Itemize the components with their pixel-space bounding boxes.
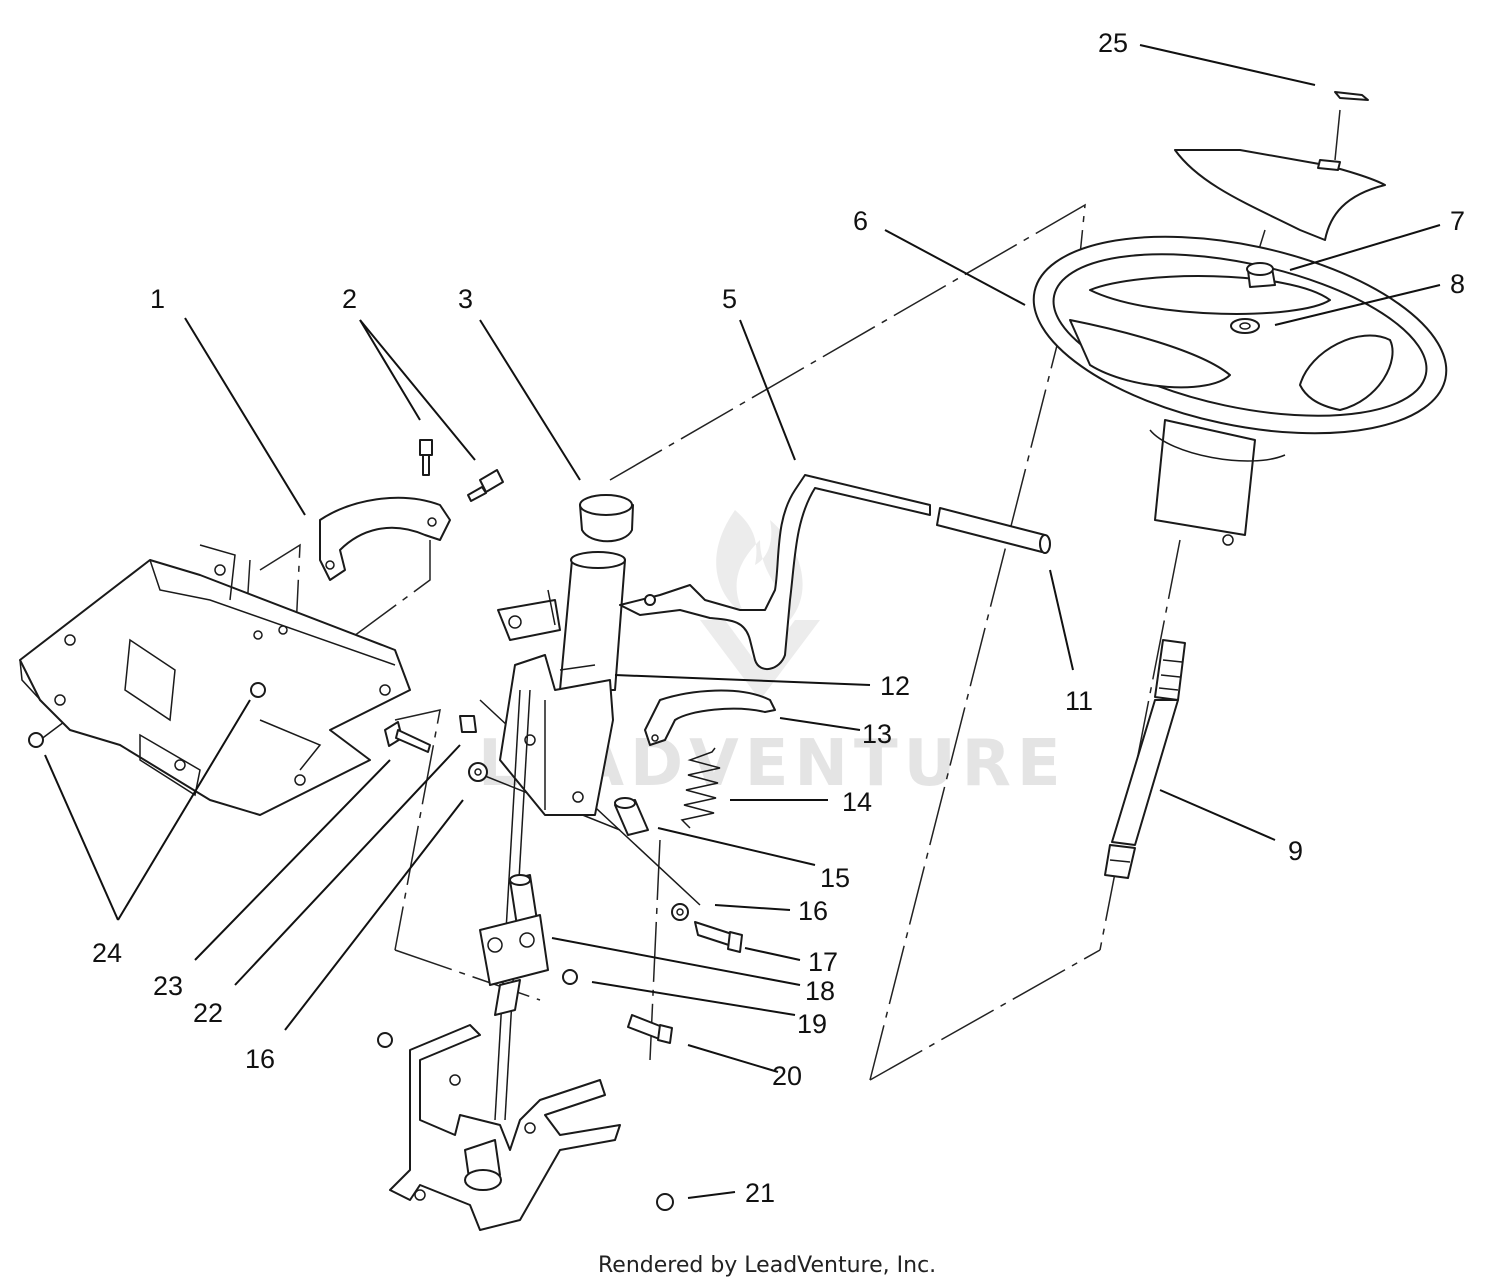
callout-14: 14 — [842, 787, 872, 817]
column-hardware — [384, 715, 743, 953]
mounting-bolts — [419, 439, 504, 502]
wheel-nut-and-washer — [1230, 262, 1276, 334]
spacer-sleeve — [614, 797, 649, 836]
ujoint-hardware — [562, 969, 673, 1044]
callout-20: 20 — [772, 1061, 802, 1091]
callout-13: 13 — [862, 719, 892, 749]
callout-11: 11 — [1065, 686, 1093, 716]
frame-nuts — [28, 682, 266, 748]
leader-lines — [44, 44, 1441, 1199]
universal-joint — [479, 874, 549, 1016]
rod-sleeve — [936, 507, 1051, 554]
callout-19: 19 — [797, 1009, 827, 1039]
upper-steering-bracket — [319, 496, 451, 581]
callout-8: 8 — [1450, 269, 1465, 299]
footer-credit: Rendered by LeadVenture, Inc. — [598, 1253, 936, 1278]
callout-9: 9 — [1288, 836, 1303, 866]
callout-23: 23 — [153, 971, 183, 1001]
callout-16-left: 16 — [245, 1044, 275, 1074]
callout-17: 17 — [808, 947, 838, 977]
callout-16-right: 16 — [798, 896, 828, 926]
steering-column-tube — [497, 551, 626, 816]
callout-1: 1 — [150, 284, 165, 314]
column-tab — [559, 664, 596, 671]
callout-labels: 1 2 3 5 6 7 8 9 11 12 13 14 15 16 17 18 … — [92, 28, 1465, 1208]
callout-3: 3 — [458, 284, 473, 314]
callout-12: 12 — [880, 671, 910, 701]
callout-7: 7 — [1450, 206, 1465, 236]
lower-nut — [656, 1193, 674, 1211]
callout-15: 15 — [820, 863, 850, 893]
upper-steering-shaft — [1104, 639, 1186, 879]
steering-wheel — [1032, 235, 1448, 546]
arc-bracket — [644, 689, 776, 746]
column-bushing — [579, 494, 634, 543]
callout-21: 21 — [745, 1178, 775, 1208]
steering-support-frame — [19, 544, 411, 816]
callout-24: 24 — [92, 938, 122, 968]
callout-2: 2 — [342, 284, 357, 314]
lower-mounting-plate — [377, 1024, 621, 1231]
shift-linkage-rod — [619, 474, 931, 670]
callout-22: 22 — [193, 998, 223, 1028]
callout-25: 25 — [1098, 28, 1128, 58]
callout-5: 5 — [722, 284, 737, 314]
callout-6: 6 — [853, 206, 868, 236]
steering-wheel-cap — [1174, 91, 1386, 241]
callout-18: 18 — [805, 976, 835, 1006]
return-spring — [680, 747, 721, 829]
